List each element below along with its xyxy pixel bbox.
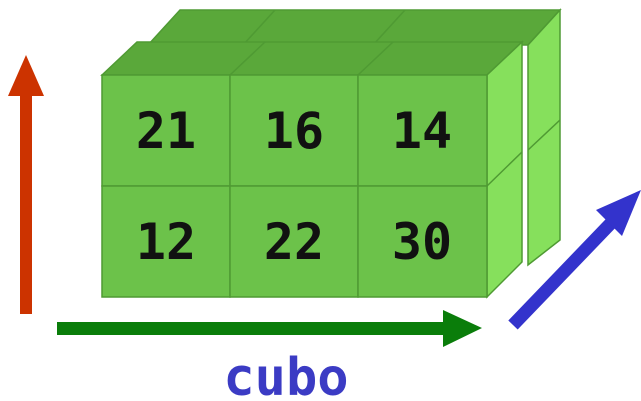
- caption-text: cubo: [223, 348, 348, 401]
- cell-value-r2-c3: 30: [392, 213, 452, 271]
- back-side-face: [527, 8, 561, 267]
- horizontal-arrow: [57, 310, 482, 347]
- cell-r1-c3: [357, 74, 488, 187]
- cell-value-r1-c1: 21: [136, 102, 196, 160]
- cell-r2-c3: [357, 185, 488, 298]
- cube-front-layer: 21 16 14 12 22 30: [100, 40, 524, 299]
- vertical-arrow: [8, 55, 44, 314]
- cell-value-r1-c2: 16: [264, 102, 324, 160]
- front-top-face: [100, 41, 524, 76]
- cell-value-r1-c3: 14: [392, 102, 452, 160]
- cell-value-r2-c2: 22: [264, 213, 324, 271]
- cell-r2-c2: [229, 185, 359, 298]
- cell-value-r2-c1: 12: [136, 213, 196, 271]
- depth-arrow: [508, 190, 641, 330]
- back-top-face: [146, 9, 562, 46]
- cube-back-layer: [146, 8, 562, 267]
